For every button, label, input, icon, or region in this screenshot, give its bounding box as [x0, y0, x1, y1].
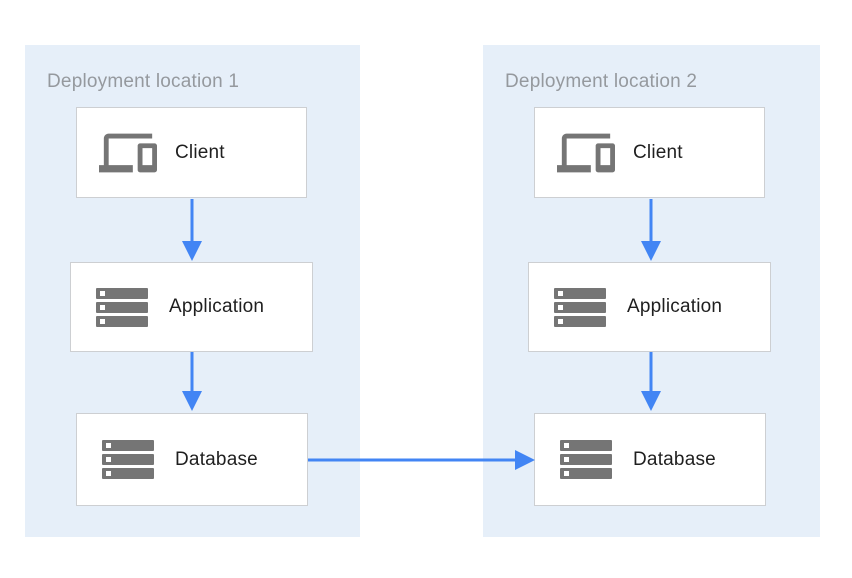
panel-deployment-location-1: Deployment location 1 Client Application…	[25, 45, 360, 537]
node-application-2: Application	[528, 262, 771, 352]
node-label: Database	[175, 448, 258, 470]
node-label: Client	[175, 141, 225, 163]
node-label: Client	[633, 141, 683, 163]
node-label: Application	[169, 296, 265, 317]
panel-deployment-location-2: Deployment location 2 Client Application…	[483, 45, 820, 537]
panel-title: Deployment location 1	[47, 71, 240, 92]
node-label: Application	[627, 296, 723, 317]
node-application-1: Application	[70, 262, 313, 352]
panel-title: Deployment location 2	[505, 71, 698, 92]
node-client-2: Client	[534, 107, 765, 198]
node-database-1: Database	[76, 413, 308, 506]
server-stack-icon	[557, 440, 615, 479]
devices-icon	[99, 131, 157, 175]
devices-icon	[557, 131, 615, 175]
node-database-2: Database	[534, 413, 766, 506]
node-client-1: Client	[76, 107, 307, 198]
server-stack-icon	[551, 287, 609, 327]
node-label: Database	[633, 448, 716, 470]
server-stack-icon	[99, 440, 157, 479]
server-stack-icon	[93, 287, 151, 327]
